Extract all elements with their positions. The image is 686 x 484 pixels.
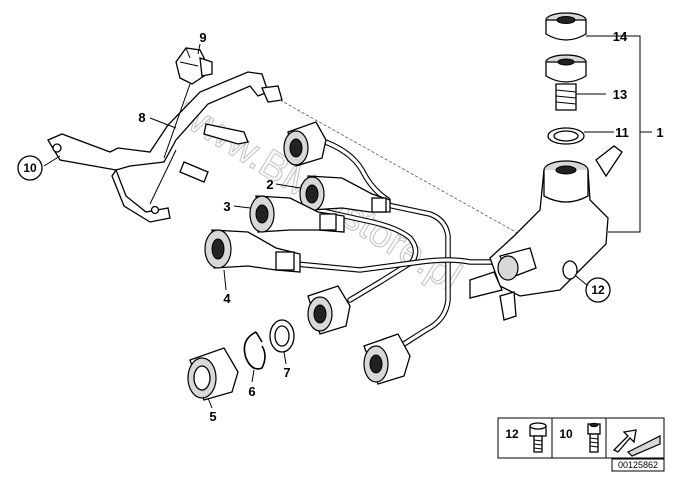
spring-clip-6 <box>243 331 266 370</box>
bracket-8 <box>47 71 283 223</box>
diagram-code: 00125862 <box>618 460 658 470</box>
callout-7: 7 <box>283 365 290 380</box>
callout-2: 2 <box>266 177 273 192</box>
grommet-bottom <box>363 333 411 385</box>
callout-circle-10 <box>17 155 43 181</box>
fastener-legend: 12 10 <box>497 417 665 459</box>
hose-fitting-4 <box>204 229 301 273</box>
callout-line-9 <box>197 43 201 55</box>
legend-label-12: 12 <box>505 427 519 441</box>
callout-line-5 <box>207 397 213 409</box>
callout-14: 14 <box>613 29 628 44</box>
callout-line-2 <box>275 183 301 189</box>
brake-lines <box>279 99 531 347</box>
callout-11: 11 <box>615 125 629 140</box>
callout-line-7 <box>283 351 287 365</box>
grommet-top <box>283 121 327 167</box>
callout-9: 9 <box>199 30 206 45</box>
distributor-assembly-1 <box>469 12 623 321</box>
diagram-code-box <box>611 458 665 472</box>
callout-line-10 <box>43 155 61 167</box>
washer-7 <box>269 319 295 353</box>
callout-3: 3 <box>223 199 230 214</box>
callout-5: 5 <box>209 409 216 424</box>
callout-4: 4 <box>223 291 231 306</box>
sleeve-5 <box>187 347 239 401</box>
assembly-bracket-line <box>586 35 641 233</box>
callout-12: 12 <box>591 283 605 297</box>
grommet-middle <box>307 285 351 335</box>
callout-6: 6 <box>248 384 255 399</box>
callout-circle-12 <box>585 277 611 303</box>
callout-line-4 <box>223 269 227 291</box>
callout-8: 8 <box>138 110 145 125</box>
callout-1: 1 <box>656 125 663 140</box>
legend-label-10: 10 <box>559 427 573 441</box>
clip-9 <box>175 47 213 85</box>
callout-line-6 <box>251 369 255 383</box>
hex-bolt-icon <box>529 422 547 453</box>
callout-10: 10 <box>23 161 37 175</box>
socket-screw-icon <box>587 422 601 453</box>
callout-line-3 <box>233 205 251 209</box>
callout-line-12 <box>575 275 589 287</box>
hose-fitting-3 <box>249 195 345 233</box>
orientation-arrow-icon <box>612 429 661 457</box>
callout-13: 13 <box>613 87 627 102</box>
callout-line-8 <box>149 117 177 129</box>
